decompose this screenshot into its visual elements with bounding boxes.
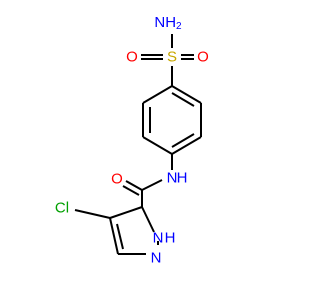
atom-oxygen-carbonyl: O	[111, 171, 123, 188]
atom-nitrogen-amide: N	[167, 170, 178, 187]
bond-n-amide-carbonyl-c	[141, 179, 163, 191]
bond-ring-inner-bottom-right	[171, 133, 195, 148]
bond-carbonyl-double-1	[125, 180, 143, 191]
bond-ring-bottom-right	[171, 136, 202, 155]
bond-ring-top-left	[142, 85, 173, 104]
bond-ring-top-right	[171, 85, 202, 104]
molecule-structure-diagram: NH2 S O O N H O Cl N H N	[55, 14, 209, 267]
bond-pyrazole-c3-c4	[109, 206, 143, 219]
bond-pyrazole-c4-c5	[109, 217, 119, 255]
atom-oxygen-left: O	[126, 49, 138, 66]
bond-c4-cl	[74, 209, 111, 219]
atom-oxygen-right: O	[197, 49, 209, 66]
atom-nitrogen-pyrazole-h: N	[153, 230, 164, 247]
atom-chlorine: Cl	[55, 200, 69, 217]
bond-ring-bottom-left	[142, 136, 173, 155]
bond-carbonyl-double-2	[122, 185, 140, 196]
bond-pyrazole-c4-c5-inner	[116, 223, 124, 250]
bond-pyrazole-c3-n2h	[141, 206, 155, 233]
atom-sulfur: S	[167, 49, 177, 66]
atom-nitrogen-pyrazole: N	[151, 250, 162, 267]
atom-nh2: NH2	[154, 14, 182, 32]
atom-hydrogen-pyrazole: H	[165, 230, 176, 247]
atom-hydrogen-amide: H	[177, 170, 188, 187]
bond-ring-inner-top-right	[171, 92, 195, 107]
atom-labels: NH2 S O O N H O Cl N H N	[55, 14, 209, 267]
bonds	[74, 34, 202, 255]
